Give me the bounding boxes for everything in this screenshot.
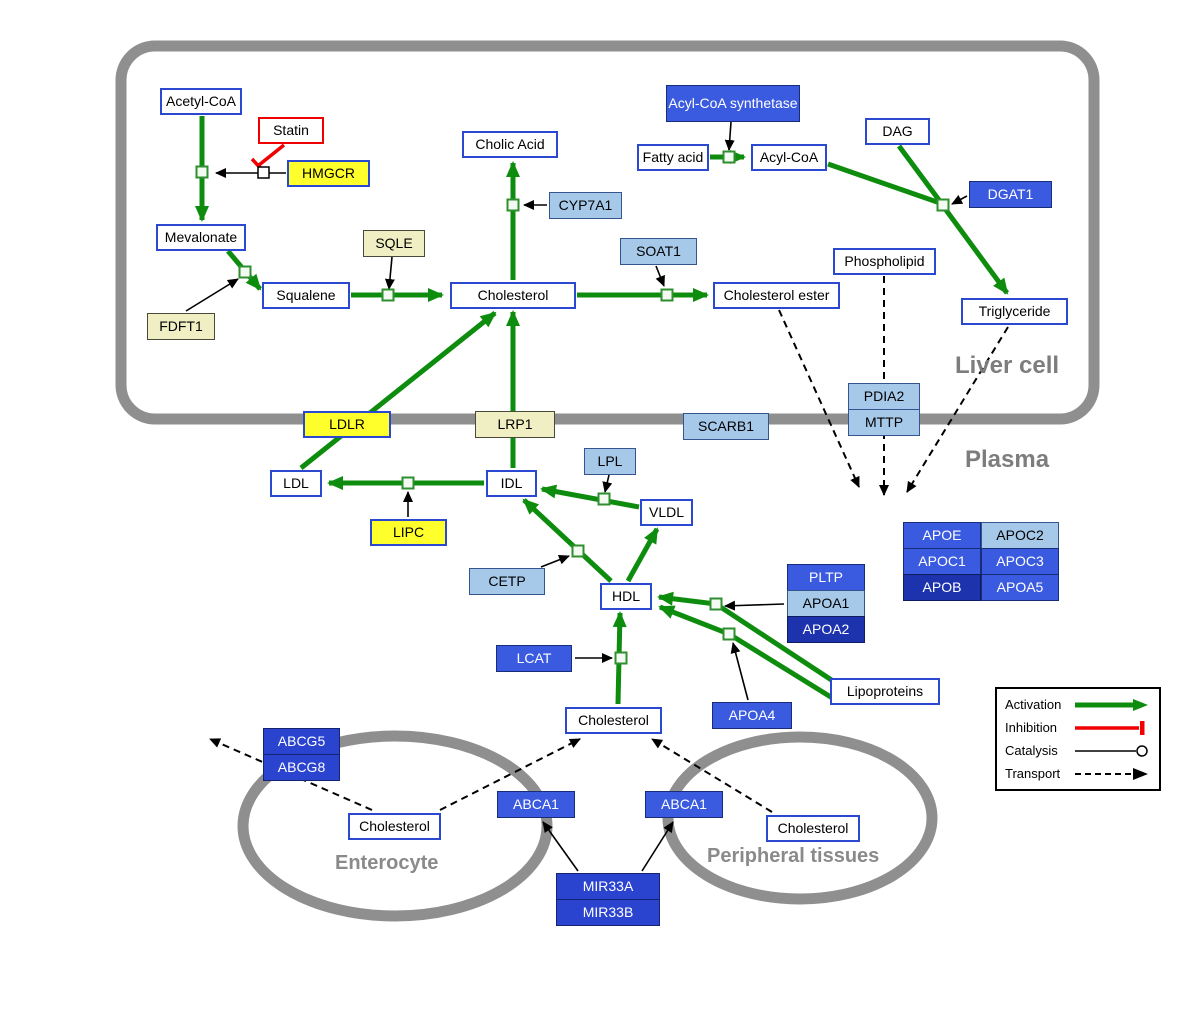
- node-idl[interactable]: IDL: [486, 470, 537, 497]
- node-statin[interactable]: Statin: [258, 117, 324, 144]
- legend-row-activation: Activation: [997, 694, 1159, 716]
- node-cholic-acid[interactable]: Cholic Acid: [462, 131, 558, 158]
- node-mir33a[interactable]: MIR33A: [556, 873, 660, 900]
- edge-triglyceride-plasma: [906, 326, 1009, 493]
- node-hdl[interactable]: HDL: [600, 583, 652, 610]
- node-cholesterol-ester[interactable]: Cholesterol ester: [713, 282, 840, 309]
- node-apoa5[interactable]: APOA5: [981, 574, 1059, 601]
- node-sqle[interactable]: SQLE: [363, 230, 425, 257]
- edge-acylcoa-junction: [827, 161, 941, 206]
- peripheral-tissues-membrane: [662, 731, 938, 905]
- node-apoc2[interactable]: APOC2: [981, 522, 1059, 549]
- legend-activation-label: Activation: [1005, 697, 1062, 712]
- edge-cholesterol-abca1-enterocyte: [439, 738, 581, 811]
- liver-cell-membrane: [115, 40, 1100, 425]
- edge-statin-inhibits-hmgcr: [257, 143, 286, 167]
- edge-lpl-reaction: [602, 474, 613, 493]
- node-lpl[interactable]: LPL: [584, 448, 636, 475]
- node-dag[interactable]: DAG: [865, 118, 930, 145]
- edge-fdft1-reaction: [185, 278, 239, 312]
- edge-soat1-reaction: [655, 265, 665, 287]
- node-acetyl-coa[interactable]: Acetyl-CoA: [160, 88, 242, 115]
- node-scarb1[interactable]: SCARB1: [683, 413, 769, 440]
- edge-dag-junction: [896, 144, 942, 202]
- node-cholesterol-plasma[interactable]: Cholesterol: [565, 707, 662, 734]
- node-apoa2[interactable]: APOA2: [787, 616, 865, 643]
- node-lipoproteins[interactable]: Lipoproteins: [830, 678, 940, 705]
- node-apoc3[interactable]: APOC3: [981, 548, 1059, 575]
- transport-dashed-arrow-icon: [1075, 767, 1148, 780]
- node-cholesterol-liver[interactable]: Cholesterol: [450, 282, 576, 309]
- node-cholesterol-enterocyte[interactable]: Cholesterol: [348, 813, 441, 840]
- node-mttp[interactable]: MTTP: [848, 409, 920, 436]
- node-apoe[interactable]: APOE: [903, 522, 981, 549]
- catalysis-circle-icon: [1075, 744, 1148, 757]
- legend-row-catalysis: Catalysis: [997, 740, 1159, 762]
- node-acyl-coa[interactable]: Acyl-CoA: [751, 144, 827, 171]
- node-apoa4[interactable]: APOA4: [712, 702, 792, 729]
- edge-sqle-reaction: [384, 256, 395, 290]
- node-abcg5[interactable]: ABCG5: [263, 728, 340, 755]
- node-triglyceride[interactable]: Triglyceride: [961, 298, 1068, 325]
- node-lipc[interactable]: LIPC: [370, 519, 447, 546]
- node-apob[interactable]: APOB: [903, 574, 981, 601]
- catalysis-node-square: [257, 166, 270, 179]
- node-abca1-peripheral[interactable]: ABCA1: [645, 791, 723, 818]
- node-fatty-acid[interactable]: Fatty acid: [637, 144, 709, 171]
- liver-cell-label: Liver cell: [955, 352, 1060, 379]
- node-cholesterol-peripheral[interactable]: Cholesterol: [766, 815, 860, 842]
- node-mevalonate[interactable]: Mevalonate: [156, 224, 246, 251]
- edge-cholesterolester-plasma: [778, 309, 860, 488]
- node-hmgcr[interactable]: HMGCR: [287, 160, 370, 187]
- inhibition-tbar-icon: [1075, 720, 1145, 735]
- peripheral-tissues-label: Peripheral tissues: [707, 845, 880, 867]
- edge-hdl-idl: [522, 498, 613, 583]
- node-ldl[interactable]: LDL: [270, 470, 322, 497]
- edge-mir33-abca1-right: [641, 821, 674, 872]
- node-pdia2[interactable]: PDIA2: [848, 383, 920, 410]
- edge-hdl-vldl: [625, 527, 660, 583]
- node-dgat1[interactable]: DGAT1: [969, 181, 1052, 208]
- legend: Activation Inhibition Catalysis Transpor…: [995, 687, 1161, 791]
- node-mir33b[interactable]: MIR33B: [556, 899, 660, 926]
- enterocyte-label: Enterocyte: [335, 852, 439, 874]
- activation-arrow-icon: [1075, 698, 1148, 711]
- edge-junction-triglyceride: [943, 208, 1010, 295]
- node-abca1-enterocyte[interactable]: ABCA1: [497, 791, 575, 818]
- legend-catalysis-label: Catalysis: [1005, 743, 1058, 758]
- edge-vldl-idl: [540, 484, 640, 510]
- node-pltp[interactable]: PLTP: [787, 564, 865, 591]
- node-lrp1[interactable]: LRP1: [475, 411, 555, 438]
- catalysis-edges: [185, 121, 968, 872]
- legend-transport-label: Transport: [1005, 766, 1061, 781]
- node-soat1[interactable]: SOAT1: [620, 238, 697, 265]
- node-cyp7a1[interactable]: CYP7A1: [549, 192, 622, 219]
- node-apoc1[interactable]: APOC1: [903, 548, 981, 575]
- node-vldl[interactable]: VLDL: [640, 499, 693, 526]
- legend-inhibition-label: Inhibition: [1005, 720, 1058, 735]
- node-squalene[interactable]: Squalene: [262, 282, 350, 309]
- node-acyl-coa-synthetase[interactable]: Acyl-CoA synthetase: [666, 85, 800, 122]
- legend-row-inhibition: Inhibition: [997, 717, 1159, 739]
- edge-ldl-cholesterol: [299, 311, 497, 470]
- legend-row-transport: Transport: [997, 763, 1159, 785]
- node-ldlr[interactable]: LDLR: [303, 411, 391, 438]
- node-abcg8[interactable]: ABCG8: [263, 754, 340, 781]
- node-lcat[interactable]: LCAT: [496, 645, 572, 672]
- edge-apoa4-reaction: [730, 642, 749, 701]
- edge-acylcoasynthetase-reaction: [724, 121, 735, 151]
- edge-mir33-abca1-left: [542, 821, 579, 872]
- edge-apoa1-reaction: [724, 600, 785, 611]
- node-apoa1[interactable]: APOA1: [787, 590, 865, 617]
- node-cetp[interactable]: CETP: [469, 568, 545, 595]
- plasma-label: Plasma: [965, 446, 1050, 473]
- edge-dgat1-reaction: [951, 194, 968, 205]
- reaction-nodes: [195, 150, 950, 665]
- edge-cetp-reaction: [540, 555, 570, 568]
- node-fdft1[interactable]: FDFT1: [147, 313, 215, 340]
- node-phospholipid[interactable]: Phospholipid: [833, 248, 936, 275]
